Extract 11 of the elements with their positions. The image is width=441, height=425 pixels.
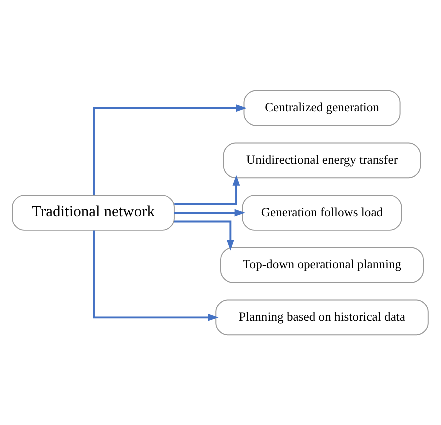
node-box: Generation follows load	[242, 194, 402, 230]
node-box: Top-down operational planning	[220, 246, 424, 283]
node-box: Unidirectional energy transfer	[223, 142, 422, 178]
arrow	[93, 230, 219, 321]
node-box: Planning based on historical data	[216, 299, 429, 336]
arrow	[174, 174, 240, 205]
arrow	[174, 208, 246, 216]
node-box: Centralized generation	[244, 90, 401, 126]
arrow	[174, 220, 234, 250]
node-box: Traditional network	[12, 194, 175, 230]
arrow	[93, 104, 247, 195]
